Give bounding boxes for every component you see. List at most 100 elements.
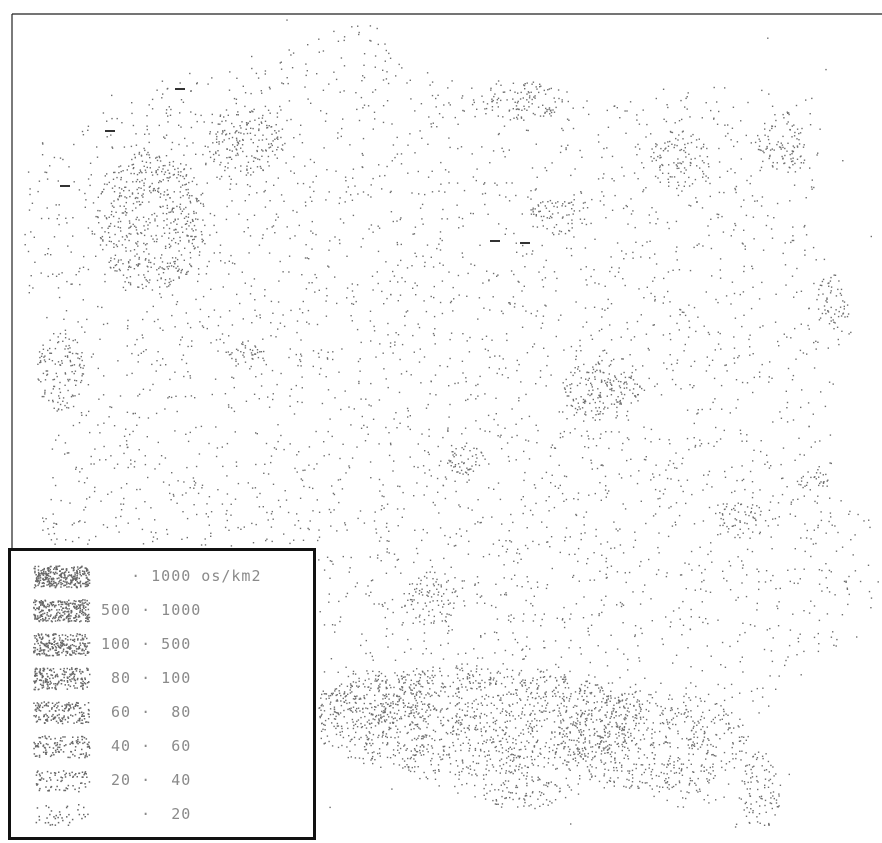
density-dot (343, 65, 346, 67)
density-dot (840, 315, 843, 317)
density-dot (565, 147, 567, 149)
density-dot (383, 303, 385, 305)
density-dot (190, 265, 193, 268)
density-dot (688, 792, 690, 794)
density-dot (425, 648, 427, 650)
density-dot (195, 153, 197, 155)
density-dot (530, 91, 532, 93)
density-dot (84, 521, 86, 523)
density-dot (422, 653, 424, 655)
density-dot (704, 700, 706, 703)
density-dot (546, 669, 548, 671)
density-dot (409, 428, 411, 431)
density-dot (54, 347, 57, 350)
density-dot (506, 741, 509, 743)
density-dot (206, 265, 208, 268)
density-dot (384, 174, 386, 177)
density-dot (836, 638, 838, 641)
density-dot (431, 566, 433, 568)
density-dot (626, 459, 628, 462)
density-dot (159, 327, 161, 329)
density-dot (663, 118, 665, 120)
density-dot (564, 796, 567, 799)
density-dot (629, 703, 631, 705)
density-dot (126, 277, 128, 279)
density-dot (540, 327, 542, 329)
density-dot (616, 411, 618, 413)
density-dot (410, 98, 412, 100)
density-dot (426, 72, 429, 74)
density-dot (476, 602, 478, 604)
density-dot (474, 523, 476, 525)
density-dot (870, 597, 873, 599)
density-dot (200, 425, 203, 428)
density-dot (417, 443, 419, 445)
density-dot (798, 437, 800, 439)
density-dot (354, 585, 357, 588)
density-dot (598, 355, 601, 357)
density-dot (481, 193, 484, 195)
density-dot (388, 552, 390, 554)
density-dot (454, 452, 456, 455)
density-dot (246, 132, 249, 135)
density-dot (665, 469, 667, 471)
density-dot (356, 720, 358, 723)
density-dot (493, 741, 495, 743)
density-dot (815, 259, 817, 261)
density-dot (515, 105, 518, 107)
density-dot (565, 475, 568, 478)
density-dot (847, 313, 850, 315)
density-dot (400, 217, 402, 219)
density-dot (637, 645, 639, 647)
density-dot (447, 642, 449, 645)
density-dot (718, 147, 720, 150)
density-dot (326, 295, 328, 297)
density-dot (72, 395, 74, 397)
density-dot (121, 244, 124, 246)
density-dot (737, 596, 739, 599)
density-dot (680, 574, 683, 576)
density-dot (166, 286, 168, 288)
density-dot (710, 247, 713, 250)
density-dot (166, 533, 169, 535)
density-dot (308, 528, 310, 531)
density-dot (127, 261, 130, 263)
density-dot (691, 183, 694, 185)
density-dot (59, 403, 62, 406)
density-dot (174, 260, 176, 263)
density-dot (659, 166, 661, 169)
density-dot (703, 325, 705, 327)
density-dot (170, 280, 172, 283)
density-dot (115, 516, 117, 519)
density-dot (113, 191, 116, 193)
density-dot (181, 494, 184, 496)
density-dot (375, 356, 377, 358)
density-dot (650, 133, 652, 135)
density-dot (230, 514, 232, 516)
density-dot (634, 625, 637, 627)
density-dot (187, 371, 189, 373)
density-dot (136, 253, 138, 255)
density-dot (119, 227, 122, 229)
density-dot (260, 167, 262, 169)
density-dot (563, 626, 566, 629)
density-dot (520, 498, 523, 501)
density-dot (758, 506, 760, 509)
density-dot (492, 99, 494, 102)
density-dot (676, 165, 678, 167)
density-dot (124, 186, 126, 188)
density-dot (539, 86, 541, 88)
density-dot (504, 797, 506, 800)
density-dot (733, 336, 735, 338)
density-dot (82, 299, 84, 301)
density-dot (563, 387, 566, 389)
density-dot (244, 361, 247, 363)
density-dot (758, 371, 761, 373)
density-dot (667, 141, 669, 143)
density-dot (281, 82, 283, 84)
density-dot (174, 219, 176, 221)
density-dot (331, 435, 333, 438)
density-dot (825, 577, 827, 579)
density-dot (810, 446, 812, 448)
density-dot (733, 507, 735, 510)
